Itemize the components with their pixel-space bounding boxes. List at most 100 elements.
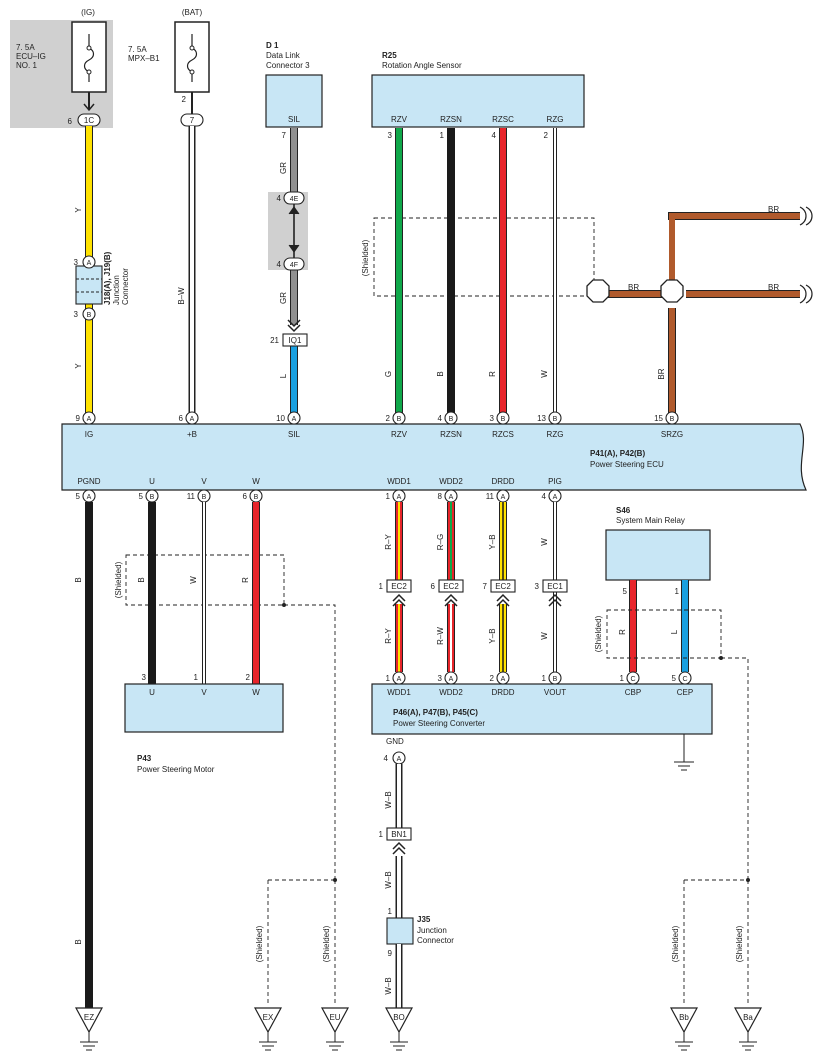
converter-pin-letter: B [553,676,558,683]
ecu-bottom-pin-no: 5 [139,492,144,501]
ec-no-4: 3 [535,582,540,591]
ecu-top-pin-letter: A [87,416,92,423]
ecu-top-pin-circle [287,411,301,425]
data-link-connector: D 1 Data Link Connector 3 SIL 7 [265,41,323,140]
power-ig-label: (IG) [81,8,95,17]
ecu-top-pin-letter: A [292,416,297,423]
ground-bb: Bb [669,1007,699,1051]
wire-drdd-code-top: Y–B [488,534,497,549]
wire-cbp-code: R [618,629,627,635]
motor-pin-no-w: 2 [246,673,251,682]
wire-rzg-code: W [540,370,549,378]
wire-pgnd: B B [74,502,93,1008]
ec-no-2: 6 [431,582,436,591]
fuse-ig-label-1: 7. 5A [16,43,35,52]
shield-eu-label: (Shielded) [322,925,331,962]
ecu-top-pin-circle [548,411,562,425]
wire-u-code: B [137,577,146,582]
ecu-bottom-pin-letter: A [553,494,558,501]
converter-pin-no: 5 [672,674,677,683]
shield-ba-label: (Shielded) [735,925,744,962]
ground-label: EX [263,1013,274,1022]
ecu-top-pin-letter: B [449,416,454,423]
converter-pin-circle [392,671,406,685]
ecu-bottom-pin-no: 1 [386,492,391,501]
d1-id: D 1 [266,41,279,50]
wire-gnd-code-3: W–B [384,977,393,994]
motor-pin-no-u: 3 [142,673,147,682]
ecu-bottom-pin-no: 11 [187,492,196,501]
r25-pin-no-3: 4 [492,131,497,140]
relay-pin-no-1: 5 [623,587,628,596]
ecu-top-pin-circle [82,411,96,425]
j35-id: J35 [417,915,431,924]
wire-br-code-2: BR [768,205,779,214]
connector-ec2-a: EC2 1 [379,579,412,607]
j18-id: J18(A), J19(B) [103,251,112,305]
wire-rzsn: B [436,128,455,414]
shield-relay-label: (Shielded) [594,615,603,652]
wire-sil-code-top: GR [279,162,288,174]
wire-br-code-3: BR [768,283,779,292]
connector-ec1: EC1 3 [535,579,568,607]
connector-iq1-no: 21 [270,336,279,345]
ecu-bottom-pin-letter: A [501,494,506,501]
wire-gnd-code-1: W–B [384,791,393,808]
power-steering-ecu: P41(A), P42(B) Power Steering ECU [61,423,807,491]
d1-box [265,74,323,128]
converter-pin-letter: C [630,676,635,683]
converter-pin-letter: A [449,676,454,683]
j18-name-1: Junction [112,275,121,305]
wire-gnd-code-2: W–B [384,871,393,888]
fuse-bat-pin-top: 2 [182,95,187,104]
ecu-top-pin-name: RZG [547,430,564,439]
r25-pin-rzsc: RZSC [492,115,514,124]
fuse-bat-icon [186,34,198,82]
connector-4f [283,257,305,271]
fuse-ecu-ig: (IG) 7. 5A ECU–IG NO. 1 6 1C [10,8,113,128]
r25-pin-no-1: 3 [388,131,393,140]
ecu-bottom-pin-no: 11 [486,492,495,501]
system-main-relay: S46 System Main Relay 5 1 [605,506,711,596]
ecu-top-pin-circle [392,411,406,425]
fuse-ig-pin-no: 6 [68,117,73,126]
r25-pin-rzg: RZG [547,115,564,124]
connector-iq1-label: IQ1 [289,336,302,345]
relay-pin-no-2: 1 [675,587,680,596]
converter-id: P46(A), P47(B), P45(C) [393,708,478,717]
ec-no-1: 1 [379,582,384,591]
wire-ig-code-top: Y [74,207,83,213]
ecu-top-pin-letter: B [501,416,506,423]
connector-4e-label: 4E [290,196,299,203]
converter-gnd-letter: A [397,756,402,763]
j35-top-no: 1 [388,907,393,916]
wire-w-code: R [241,577,250,583]
ecu-top-pin-no: 9 [76,414,81,423]
inline-4-background [268,192,308,270]
wire-wdd1: R–Y R–Y [384,502,403,672]
ecu-top-pin-no: 3 [490,414,495,423]
relay-name: System Main Relay [616,516,685,525]
ecu-top-pin-name: RZSN [440,430,462,439]
shield-r25-label: (Shielded) [361,239,370,276]
ground-ba: Ba [733,1007,763,1051]
j35-name-2: Connector [417,936,454,945]
power-steering-converter: P46(A), P47(B), P45(C) Power Steering Co… [371,683,713,771]
r25-pin-rzsn: RZSN [440,115,462,124]
connector-4e-no: 4 [277,194,282,203]
ground-ez: EZ [74,1007,104,1051]
ecu-top-pin-letter: B [670,416,675,423]
converter-box [371,683,713,735]
wire-v-code: W [189,576,198,584]
ecu-bottom-pin-name: PIG [548,477,562,486]
ecu-top-pin-circle [185,411,199,425]
converter-gnd-label: GND [386,737,404,746]
motor-pin-no-v: 1 [194,673,199,682]
wire-cbp: R [618,580,637,672]
j35-bottom-no: 9 [388,949,393,958]
ecu-bottom-pin-name: WDD1 [387,477,411,486]
wire-cep-code: L [670,629,679,634]
ecu-top-pin-name: SRZG [661,430,683,439]
ecu-top-pin-no: 4 [438,414,443,423]
